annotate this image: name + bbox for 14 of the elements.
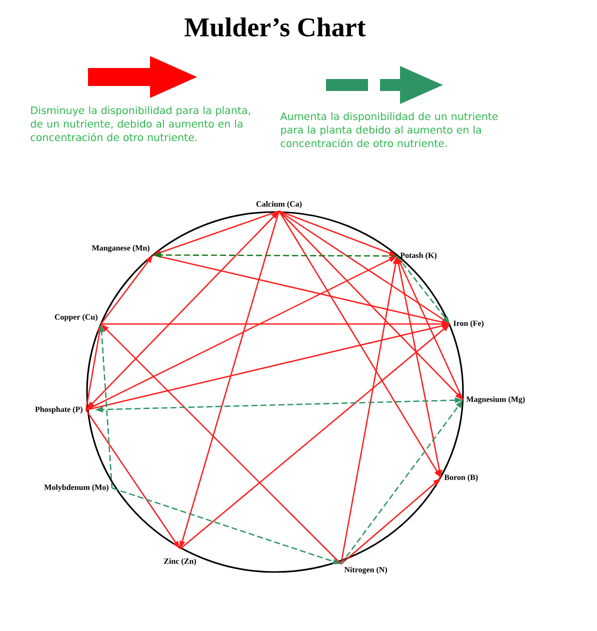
nutrient-label: Potash (K) bbox=[400, 252, 436, 260]
title: Mulder’s Chart bbox=[184, 17, 366, 37]
nutrient-label: Phosphate (P) bbox=[35, 406, 82, 414]
nutrient-label: Copper (Cu) bbox=[54, 314, 98, 322]
nutrient-label: Iron (Fe) bbox=[453, 320, 484, 328]
nutrient-label: Magnesium (Mg) bbox=[466, 396, 525, 404]
nutrient-label: Nitrogen (N) bbox=[344, 566, 388, 574]
nutrient-label: Calcium (Ca) bbox=[256, 201, 302, 208]
nutrient-label: Zinc (Zn) bbox=[164, 558, 196, 566]
legend-text: Disminuye la disponibilidad para la planta, de un nutriente, debido al aumento en la concentración de otro nutriente. bbox=[30, 106, 250, 142]
nutrient-label: Manganese (Mn) bbox=[92, 244, 150, 252]
legend-text: Aumenta la disponibilidad de un nutriente para la planta debido al aumento en la concentración de otro nutriente. bbox=[280, 112, 498, 148]
nutrient-label: Boron (B) bbox=[444, 474, 478, 482]
nutrient-label: Molybdenum (Mo) bbox=[44, 484, 108, 492]
